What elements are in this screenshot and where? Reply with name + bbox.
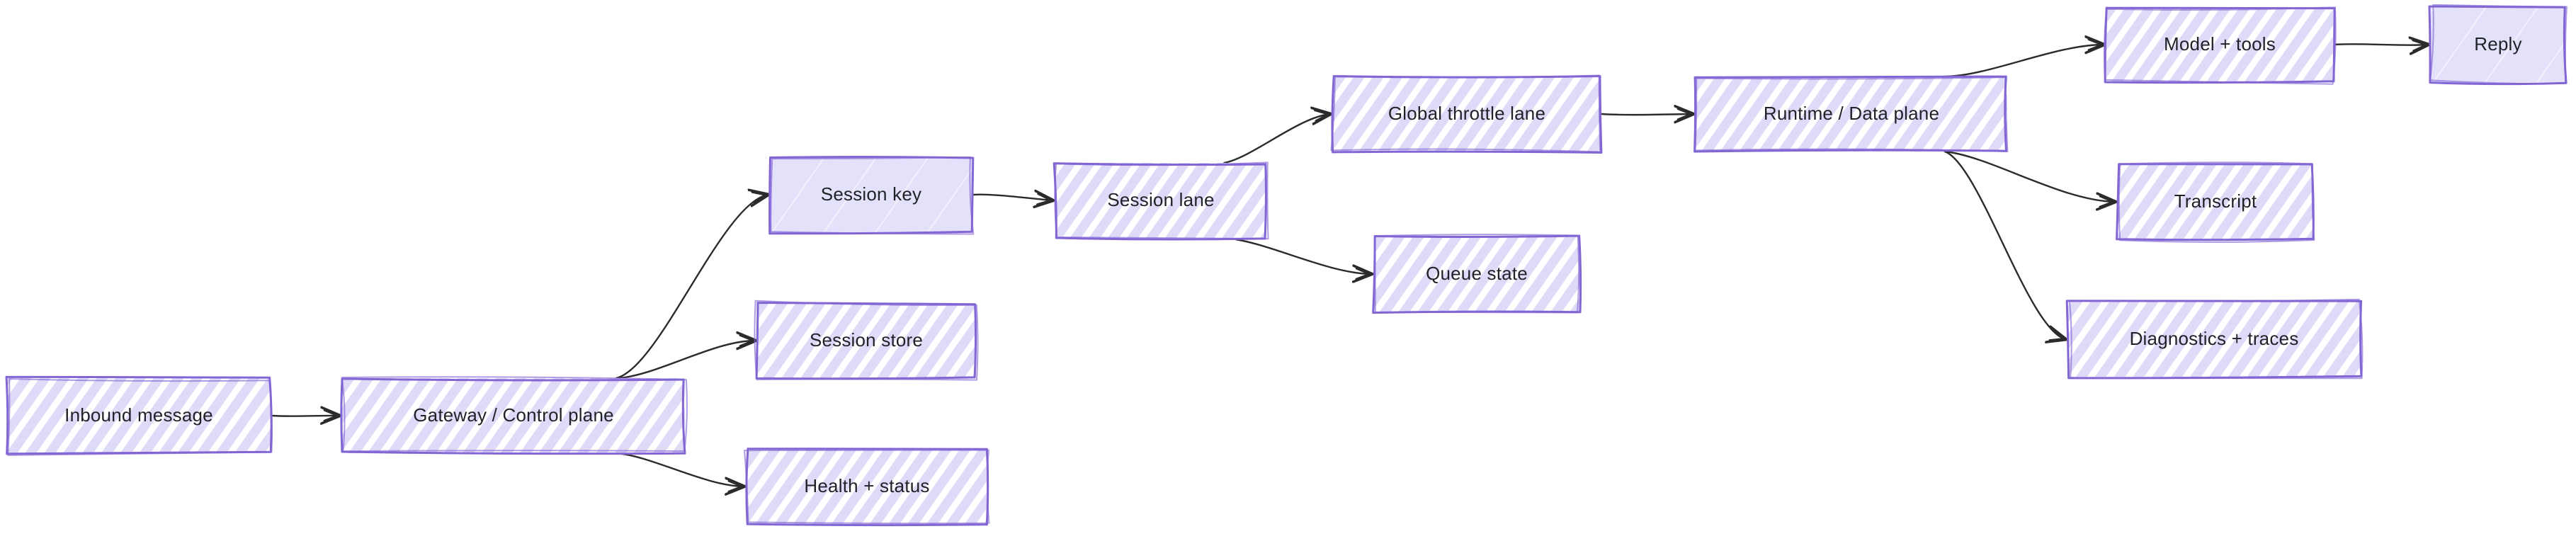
node-outline [1693,75,2007,153]
node-label-session-key: Session key [821,183,921,205]
edge-layer [271,44,2428,486]
node-label-runtime-data-plane: Runtime / Data plane [1764,103,1939,124]
node-outline [340,377,686,455]
node-fill [747,449,987,524]
node-queue-state[interactable]: Queue state [1372,234,1582,314]
node-outline [2104,6,2336,84]
node-outline [1694,76,2009,152]
node-reply[interactable]: Reply [2428,4,2568,86]
node-session-store[interactable]: Session store [754,300,979,381]
edge-lane-to-throttle[interactable] [1223,114,1330,164]
node-diagnostics-traces[interactable]: Diagnostics + traces [2065,298,2364,380]
node-fill [1374,237,1579,312]
node-session-lane[interactable]: Session lane [1052,161,1269,241]
node-fill [1696,76,2007,152]
node-outline [768,156,975,235]
node-outline [2118,161,2315,243]
node-label-session-lane: Session lane [1107,189,1214,210]
node-outline [1054,161,1269,240]
edge-lane-to-queue[interactable] [1223,237,1371,274]
node-label-inbound-message: Inbound message [64,404,213,426]
node-fill [2431,7,2565,82]
node-fill [2118,164,2313,239]
node-label-diagnostics-traces: Diagnostics + traces [2130,328,2299,349]
node-outline [1374,234,1580,314]
node-gateway-control-plane[interactable]: Gateway / Control plane [340,376,688,455]
node-outline [1372,234,1582,314]
node-outline [2068,298,2364,380]
node-fill [758,303,975,378]
edge-gateway-to-session-key[interactable] [615,195,768,380]
node-transcript[interactable]: Transcript [2116,161,2315,243]
node-label-gateway-control-plane: Gateway / Control plane [413,404,614,426]
edge-throttle-to-runtime[interactable] [1601,114,1693,115]
node-outline [754,300,979,381]
node-outline [2428,5,2568,86]
node-health-status[interactable]: Health + status [744,448,990,527]
node-fill [771,157,972,232]
node-outline [744,449,990,525]
node-runtime-data-plane[interactable]: Runtime / Data plane [1693,75,2009,153]
node-global-throttle-lane[interactable]: Global throttle lane [1330,74,1603,154]
edge-gateway-to-health[interactable] [615,452,744,486]
edge-runtime-to-model[interactable] [1944,45,2104,78]
node-label-health-status: Health + status [804,475,929,496]
node-inbound-message[interactable]: Inbound message [5,375,273,456]
node-label-queue-state: Queue state [1426,263,1528,284]
edge-gateway-to-session-store[interactable] [615,341,755,380]
node-outline [2116,163,2315,241]
node-layer: Inbound message Gateway / Control plane Se… [5,4,2568,527]
node-label-model-tools: Model + tools [2164,33,2276,55]
edge-model-to-reply[interactable] [2333,44,2428,45]
node-fill [2106,7,2333,82]
node-fill [1333,76,1601,152]
edge-session-key-to-lane[interactable] [972,195,1052,200]
node-session-key[interactable]: Session key [768,156,975,235]
node-label-reply: Reply [2474,33,2521,55]
node-outline [755,302,977,380]
node-label-session-store: Session store [810,329,923,351]
node-outline [7,378,273,456]
node-model-tools[interactable]: Model + tools [2103,6,2337,85]
node-outline [2103,6,2337,85]
node-fill [7,378,271,453]
node-outline [2429,4,2568,84]
node-label-global-throttle-lane: Global throttle lane [1388,103,1545,124]
node-fill [1055,163,1266,238]
node-label-transcript: Transcript [2174,190,2257,212]
node-fill [2068,302,2360,377]
node-outline [1330,74,1601,153]
node-outline [341,376,688,452]
node-fill [342,378,685,453]
node-outline [770,156,975,235]
edge-runtime-to-diagnostics[interactable] [1944,150,2065,339]
edge-runtime-to-transcript[interactable] [1944,150,2115,202]
